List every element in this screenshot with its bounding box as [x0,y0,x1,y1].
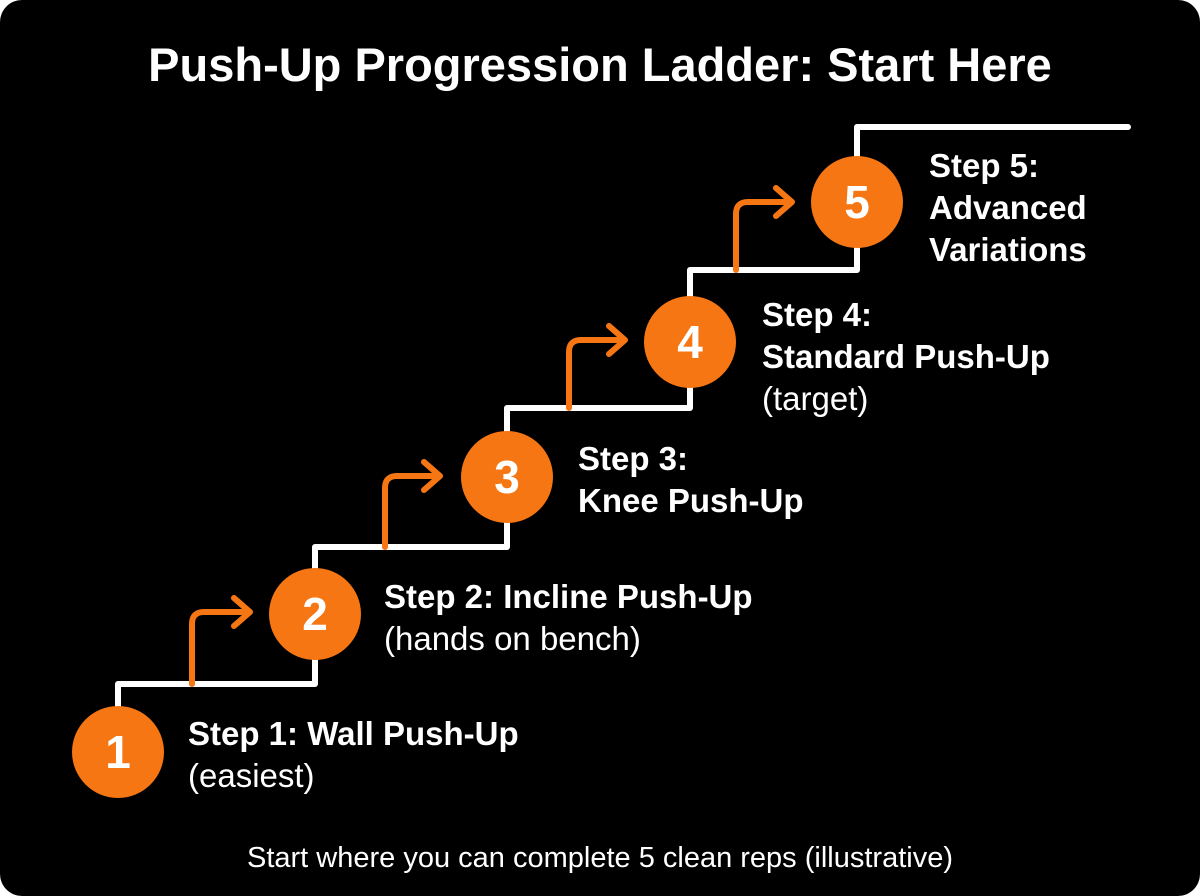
step-title: Knee Push-Up [578,482,804,519]
step-title: Step 1: Wall Push-Up [188,715,519,752]
page-title: Push-Up Progression Ladder: Start Here [148,38,1052,91]
step-note: (easiest) [188,757,315,794]
step-title: Standard Push-Up [762,338,1050,375]
arrow-right-icon [189,595,253,687]
footer-caption: Start where you can complete 5 clean rep… [247,842,953,874]
step-circle-1 [72,706,164,798]
step-circle-2 [269,568,361,660]
step-label-1: Step 1: Wall Push-Up (easiest) [188,713,519,797]
step-number-2: 2 [302,588,328,640]
step-title: Advanced [929,189,1087,226]
step-circle-5 [811,156,903,248]
step-title: Step 3: [578,440,689,477]
step-arrow-3 [566,323,628,411]
step-arrow-4 [733,185,795,273]
step-title: Step 5: [929,147,1040,184]
step-label-4: Step 4: Standard Push-Up (target) [762,294,1050,420]
step-title: Step 4: [762,296,873,333]
step-circle-4 [644,296,736,388]
arrow-right-icon [566,323,628,411]
step-note: (target) [762,380,869,417]
step-number-3: 3 [494,451,520,503]
step-label-3: Step 3: Knee Push-Up [578,438,804,522]
arrow-right-icon [733,185,795,273]
step-circle-3 [461,431,553,523]
step-note: (hands on bench) [384,620,641,657]
step-number-4: 4 [677,316,703,368]
step-number-1: 1 [105,726,131,778]
step-label-5: Step 5: Advanced Variations [929,145,1087,271]
step-arrow-2 [382,459,443,550]
step-number-5: 5 [844,176,870,228]
step-label-2: Step 2: Incline Push-Up (hands on bench) [384,576,753,660]
arrow-right-icon [382,459,443,550]
step-title: Step 2: Incline Push-Up [384,578,753,615]
step-title: Variations [929,231,1087,268]
step-arrow-1 [189,595,253,687]
